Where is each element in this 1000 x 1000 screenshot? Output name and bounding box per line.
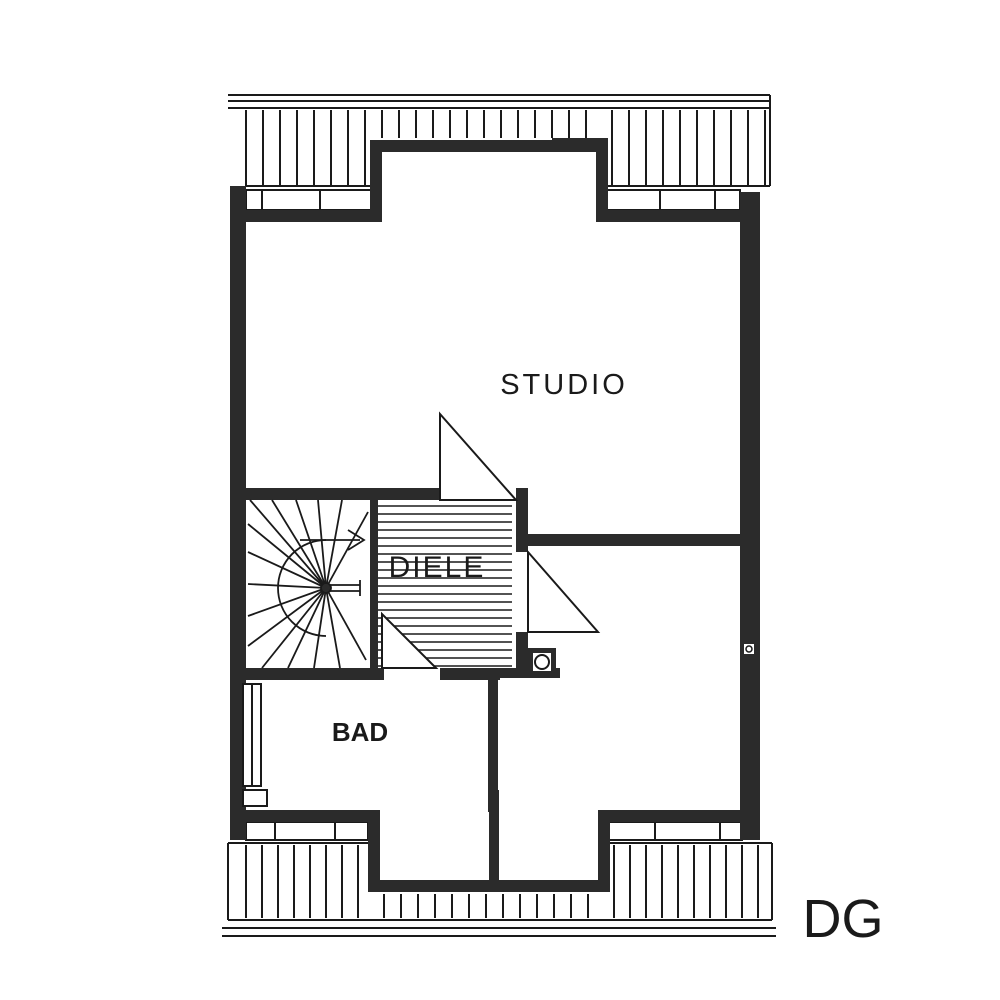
stair-tread [247, 587, 327, 617]
room-label-diele: DIELE [389, 551, 486, 584]
stair-tread [325, 587, 367, 661]
room-label-bad: BAD [332, 717, 388, 747]
stair-tread [271, 499, 327, 589]
roof-top [228, 94, 771, 187]
spiral-staircase [247, 499, 369, 669]
stair-tread [295, 499, 327, 589]
stair-tread [249, 499, 327, 589]
right-wall-mark [744, 644, 754, 654]
bad-window [242, 683, 268, 807]
room-label-studio: STUDIO [500, 369, 628, 401]
stair-tread [325, 511, 369, 589]
roof-bottom [222, 842, 776, 937]
stair-tread [247, 551, 327, 589]
stair-tread [247, 523, 327, 589]
stair-tread [313, 587, 327, 669]
dormer-ledges-top [245, 189, 741, 211]
chimney-shaft [528, 648, 556, 676]
stair-tread [261, 587, 327, 669]
stair-tread [287, 587, 327, 669]
stair-tread [325, 587, 341, 669]
door-swings [381, 411, 601, 669]
floor-label: DG [803, 889, 884, 949]
interior-walls [246, 488, 740, 890]
outer-walls [230, 138, 760, 892]
diele-steps [378, 505, 512, 667]
stair-tread [325, 499, 343, 589]
stair-tread [247, 583, 327, 589]
stair-tread [317, 499, 327, 589]
